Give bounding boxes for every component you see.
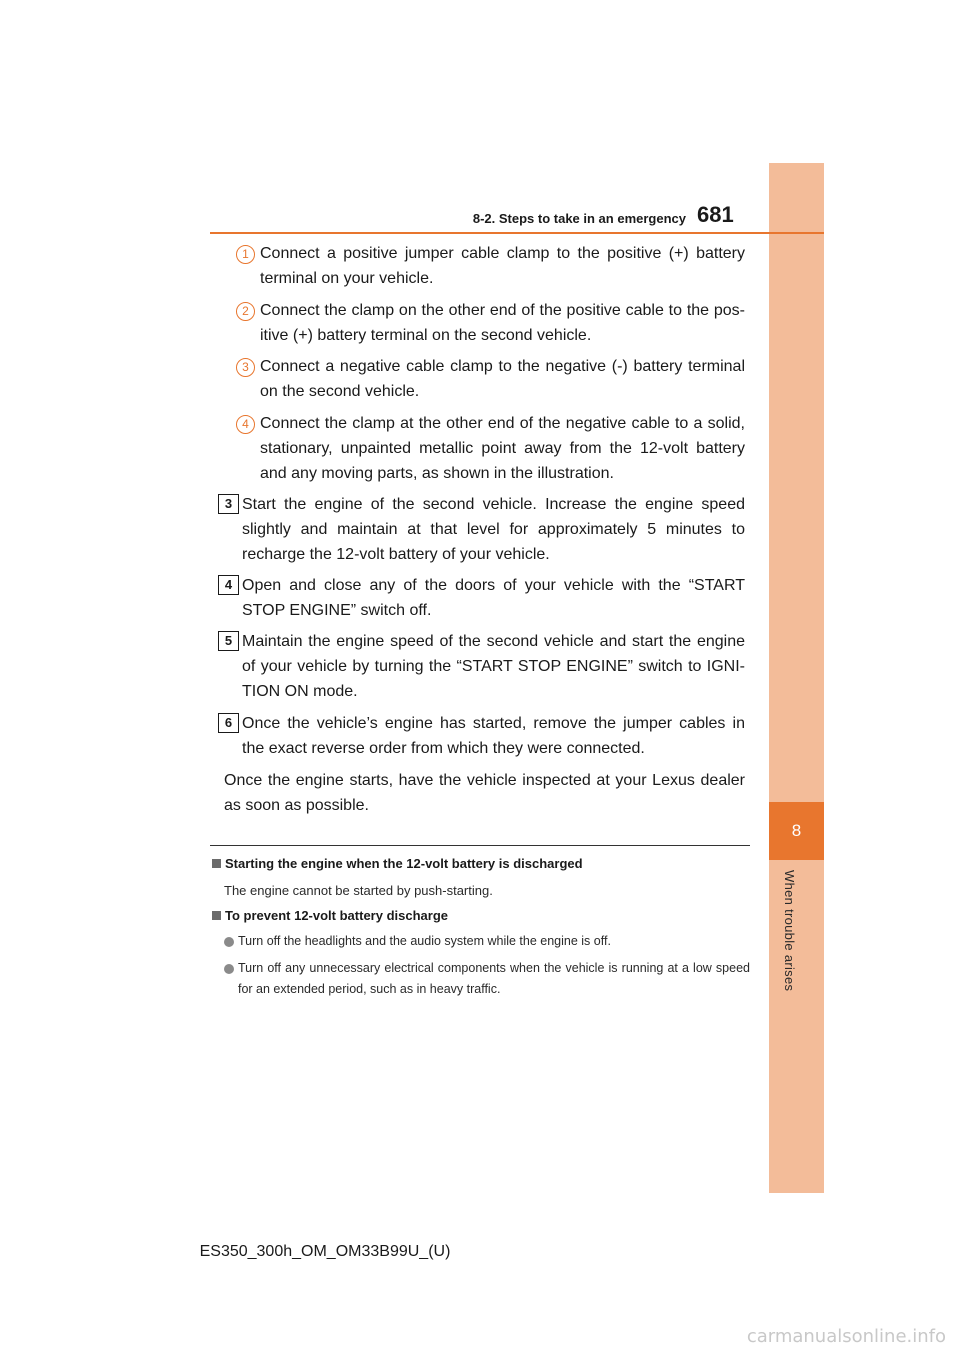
step-marker: 3	[218, 494, 239, 514]
substep-text: Connect a positive jumper cable clamp to…	[260, 245, 745, 287]
substep-text: Connect the clamp on the other end of th…	[260, 302, 745, 344]
bullet-icon	[224, 964, 234, 974]
closing-paragraph: Once the engine starts, have the vehicle…	[224, 772, 745, 814]
chapter-label: When trouble arises	[782, 870, 797, 992]
square-bullet-icon	[212, 859, 221, 868]
note-text: The engine cannot be started by push-sta…	[224, 883, 493, 898]
substep-marker: 3	[236, 358, 255, 377]
bullet-icon	[224, 937, 234, 947]
note-heading: To prevent 12-volt battery discharge	[212, 908, 448, 923]
step-marker: 5	[218, 631, 239, 651]
substep-marker: 2	[236, 302, 255, 321]
substep-marker: 1	[236, 245, 255, 264]
step-text: Once the vehicle’s engine has started, r…	[242, 715, 745, 757]
step-text: Maintain the engine speed of the second …	[242, 633, 745, 700]
notes-divider	[210, 845, 750, 846]
substep-text: Connect the clamp at the other end of th…	[260, 415, 745, 482]
note-bullet-text: Turn off the headlights and the audio sy…	[238, 934, 611, 948]
step-marker: 6	[218, 713, 239, 733]
square-bullet-icon	[212, 911, 221, 920]
header-rule	[210, 232, 824, 234]
substep-text: Connect a negative cable clamp to the ne…	[260, 358, 745, 400]
page-number: 681	[697, 202, 734, 227]
note-heading-text: Starting the engine when the 12-volt bat…	[225, 856, 583, 871]
substep-marker: 4	[236, 415, 255, 434]
section-title: 8-2. Steps to take in an emergency	[472, 211, 686, 226]
step-marker: 4	[218, 575, 239, 595]
note-heading: Starting the engine when the 12-volt bat…	[212, 856, 583, 871]
document-footer: ES350_300h_OM_OM33B99U_(U)	[199, 1243, 451, 1260]
note-heading-text: To prevent 12-volt battery discharge	[225, 908, 448, 923]
step-text: Start the engine of the second vehicle. …	[242, 496, 745, 563]
watermark: carmanualsonline.info	[746, 1326, 946, 1347]
step-text: Open and close any of the doors of your …	[242, 577, 745, 619]
chapter-side-tab	[769, 163, 824, 1193]
note-bullet-text: Turn off any unnecessary electrical comp…	[238, 961, 750, 996]
chapter-number-badge: 8	[769, 802, 824, 860]
